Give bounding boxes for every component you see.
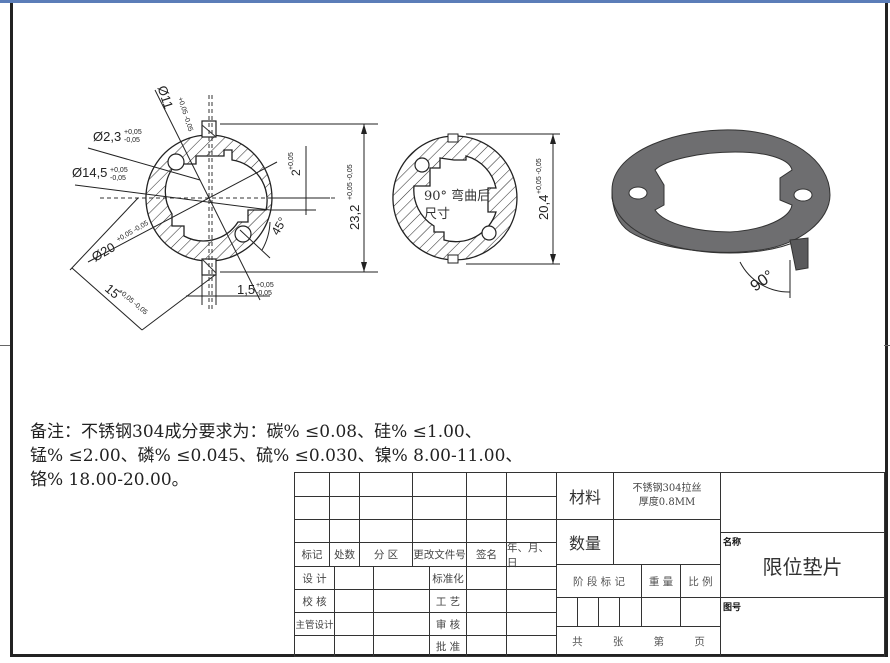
weight-label: 重 量 (641, 564, 681, 598)
dim-2: 2 (289, 169, 303, 176)
bent-note-line2: 尺寸 (424, 207, 450, 222)
svg-text:+0,05: +0,05 (110, 167, 128, 174)
svg-text:+0,05 -0,05: +0,05 -0,05 (347, 164, 354, 200)
frame-centering-mark-left (0, 345, 10, 346)
name-tag: 名称 (723, 538, 742, 548)
dim-d11: Ø11 (155, 84, 177, 111)
svg-text:+0,05 -0,05: +0,05 -0,05 (536, 158, 543, 194)
svg-text:+0,05: +0,05 (256, 282, 274, 289)
dim-1-5: 1,5 (237, 282, 255, 297)
bent-view: 90° 弯曲后 尺寸 20,4 +0,05 -0,05 (392, 133, 560, 265)
frame-centering-mark-right (884, 345, 890, 346)
svg-text:+0,05 -0,05: +0,05 -0,05 (176, 96, 194, 132)
company-cell (720, 472, 885, 533)
sign-approve-label: 批 准 (429, 635, 467, 657)
dim-d2-3: Ø2,3 (93, 129, 121, 144)
material-value-line1: 不锈钢304拉丝 (632, 483, 702, 494)
svg-text:-0,05: -0,05 (110, 175, 126, 182)
rev-header-date: 年、月、日 (506, 542, 557, 569)
drawing-number-tag: 图号 (723, 603, 742, 613)
svg-text:-0,05: -0,05 (124, 137, 140, 144)
drawing-frame (10, 3, 888, 657)
rev-header-zone: 分 区 (359, 542, 413, 567)
svg-text:+0,05: +0,05 (288, 152, 295, 170)
front-view: Ø11 +0,05 -0,05 Ø2,3 +0,05 -0,05 Ø14,5 +… (69, 84, 378, 331)
material-value: 不锈钢304拉丝 厚度0.8MM (613, 472, 721, 520)
sheet-total-label: 共 (572, 636, 583, 648)
part-name: 限位垫片 (720, 532, 885, 598)
sheet-unit-label: 张 (612, 636, 624, 648)
iso-angle-90: 90° (748, 267, 778, 295)
sheet-no-label: 第 (653, 636, 665, 648)
dim-d14-5: Ø14,5 (72, 165, 107, 180)
note-line-3: 铬% 18.00-20.00。 (30, 470, 189, 490)
sign-chief-design-label: 主管设计 (294, 612, 335, 636)
isometric-view: 90° (611, 129, 831, 298)
rev-header-signature: 签名 (466, 542, 507, 567)
note-line-2: 锰% ≤2.00、磷% ≤0.045、硫% ≤0.030、镍% 8.00-11.… (30, 446, 523, 466)
quantity-value (613, 519, 721, 565)
dim-45-deg: 45° (268, 215, 289, 238)
sign-standardization-label: 标准化 (429, 566, 467, 590)
weight-value (641, 597, 681, 627)
sign-process-label: 工 艺 (429, 589, 467, 613)
material-notes: 备注：不锈钢304成分要求为：碳% ≤0.08、硅% ≤1.00、 锰% ≤2.… (30, 420, 522, 492)
rev-header-doc-no: 更改文件号 (412, 542, 467, 567)
sheet-info: 共 张 第 页 (556, 626, 721, 657)
dim-d20: Ø20 (89, 239, 118, 264)
sign-check-label: 校 核 (294, 589, 335, 613)
rev-header-count: 处数 (329, 542, 360, 567)
scale-value (680, 597, 721, 627)
material-label: 材料 (556, 472, 614, 520)
bent-note-line1: 90° 弯曲后 (424, 188, 490, 204)
sheet-page-label: 页 (694, 636, 705, 648)
note-line-1: 备注：不锈钢304成分要求为：碳% ≤0.08、硅% ≤1.00、 (30, 422, 482, 442)
dim-23-2: 23,2 (347, 205, 362, 230)
svg-text:+0,05: +0,05 (124, 129, 142, 136)
drawing-number-cell (720, 597, 885, 657)
svg-text:-0,05: -0,05 (256, 290, 272, 297)
sign-design-label: 设 计 (294, 566, 335, 590)
top-edge-bar (0, 0, 890, 3)
dim-20-4: 20,4 (536, 195, 551, 220)
scale-label: 比 例 (680, 564, 721, 598)
quantity-label: 数量 (556, 519, 614, 565)
sign-review-label: 审 核 (429, 612, 467, 636)
stage-mark-label: 阶 段 标 记 (556, 564, 642, 598)
rev-header-mark: 标记 (294, 542, 330, 567)
material-value-line2: 厚度0.8MM (638, 497, 696, 508)
